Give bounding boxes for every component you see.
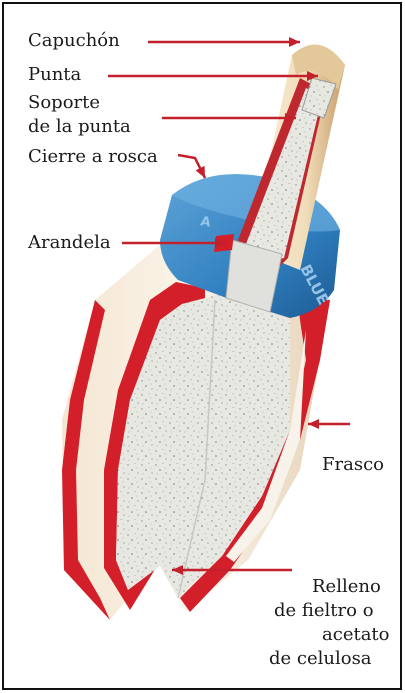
label-soporte-line1: Soporte bbox=[28, 92, 100, 114]
label-relleno-line2: de fieltro o bbox=[274, 600, 374, 622]
label-capuchon: Capuchón bbox=[28, 30, 120, 52]
label-soporte-line2: de la punta bbox=[28, 116, 131, 138]
label-cierre: Cierre a rosca bbox=[28, 146, 158, 168]
label-frasco: Frasco bbox=[322, 454, 384, 476]
leader-capuchon-arrowhead bbox=[289, 37, 300, 47]
label-punta: Punta bbox=[28, 64, 81, 86]
label-relleno-line4: de celulosa bbox=[269, 648, 372, 670]
leader-frasco-arrowhead bbox=[308, 419, 319, 429]
label-relleno-line1: Relleno bbox=[312, 576, 381, 598]
label-relleno-line3: acetato bbox=[322, 624, 390, 646]
label-arandela: Arandela bbox=[28, 232, 111, 254]
